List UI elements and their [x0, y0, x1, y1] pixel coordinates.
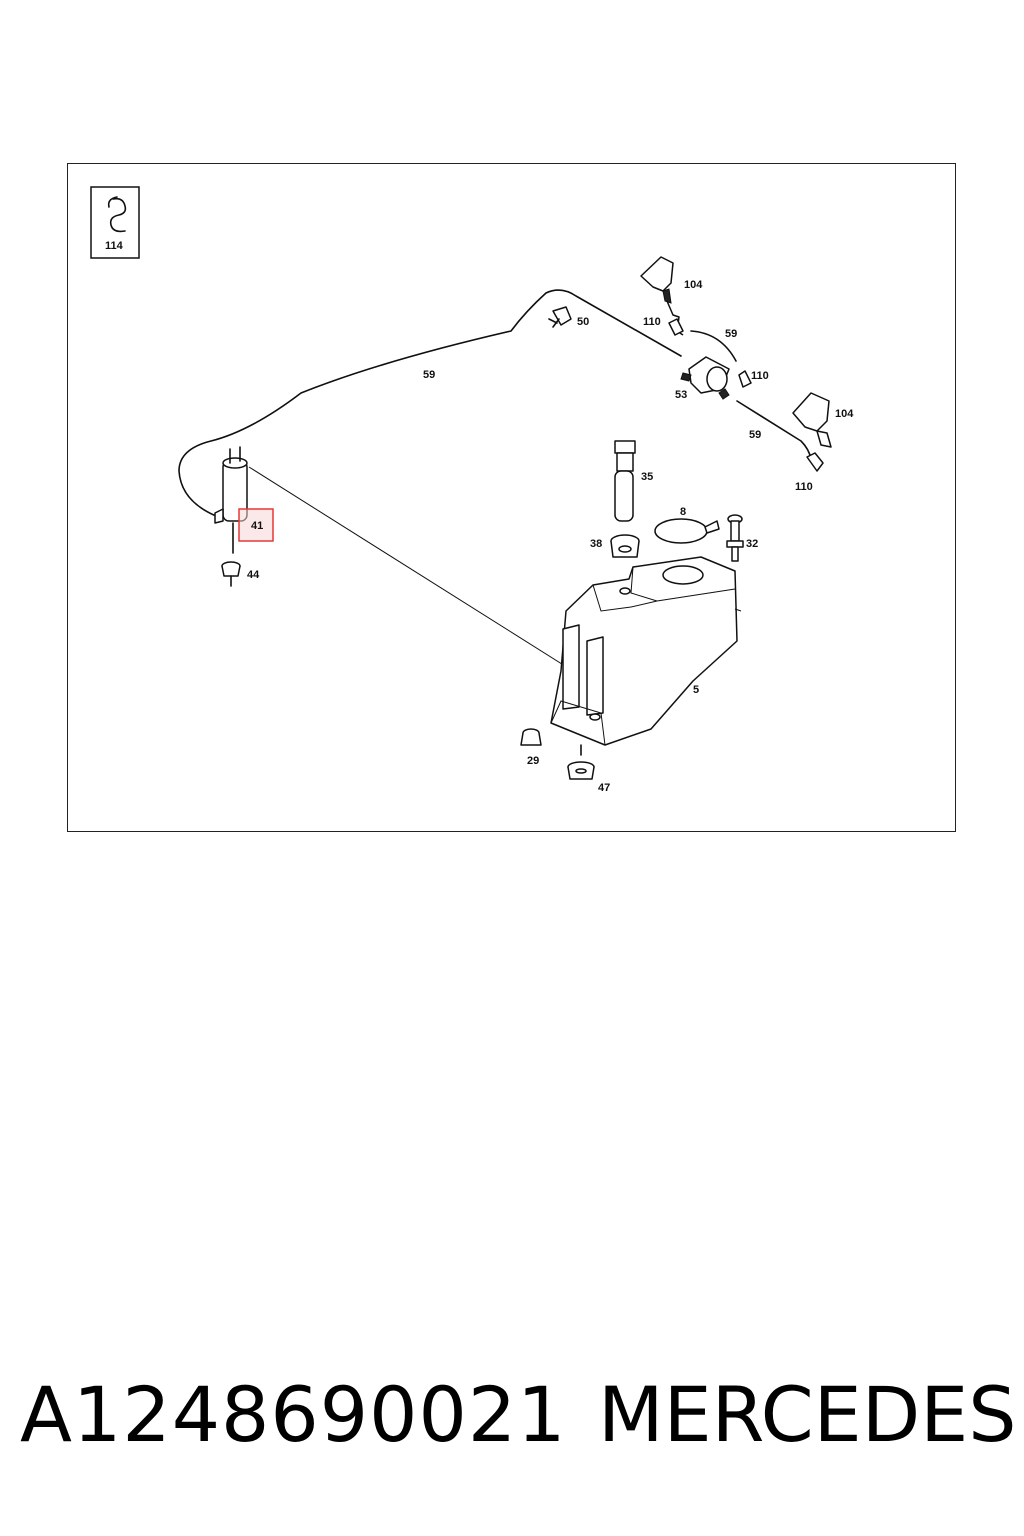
- callout-104-lower: 104: [835, 408, 854, 420]
- highlight-box-41: [238, 508, 274, 542]
- callout-5: 5: [693, 684, 699, 696]
- washer-tank-5: [550, 556, 742, 756]
- level-sensor-35: [614, 440, 636, 522]
- callout-110-upper: 110: [643, 316, 661, 328]
- callout-47: 47: [598, 782, 610, 794]
- brand-name: MERCEDES: [598, 1370, 1017, 1459]
- callout-53: 53: [675, 389, 687, 401]
- callout-59-upper: 59: [725, 328, 737, 340]
- parts-diagram-frame: 114: [67, 163, 956, 832]
- callout-32: 32: [746, 538, 758, 550]
- hose-59-main: [178, 289, 682, 517]
- callout-59-lower: 59: [749, 429, 761, 441]
- grommet-29: [520, 728, 542, 746]
- callout-104-upper: 104: [684, 279, 703, 291]
- leader-line-41-to-5: [248, 466, 574, 672]
- callout-38: 38: [590, 538, 602, 550]
- grommet-47: [567, 761, 595, 780]
- callout-110-mid: 110: [751, 370, 769, 382]
- callout-110-lower: 110: [795, 481, 813, 493]
- callout-50: 50: [577, 316, 589, 328]
- callout-59-main: 59: [423, 369, 435, 381]
- callout-8: 8: [680, 506, 686, 518]
- part-number: A1248690021: [20, 1370, 567, 1459]
- grommet-38: [610, 534, 640, 558]
- legend-box-114: 114: [90, 186, 140, 259]
- pump-41: [214, 446, 248, 554]
- clip-icon: [109, 197, 127, 233]
- callout-44: 44: [247, 569, 260, 581]
- plug-32: [726, 514, 744, 562]
- callout-114: 114: [105, 240, 124, 252]
- nozzle-104-lower: [792, 392, 832, 472]
- callout-29: 29: [527, 755, 539, 767]
- callout-35: 35: [641, 471, 653, 483]
- callout-41: 41: [251, 520, 263, 532]
- grommet-44: [221, 561, 241, 587]
- fitting-110-mid: [738, 370, 752, 388]
- valve-53: [680, 356, 730, 400]
- clip-50: [548, 306, 572, 328]
- fitting-110-upper: [668, 318, 684, 336]
- hose-59-upper: [690, 330, 737, 362]
- cap-8: [654, 518, 720, 544]
- washer-system-diagram: 114: [90, 186, 854, 794]
